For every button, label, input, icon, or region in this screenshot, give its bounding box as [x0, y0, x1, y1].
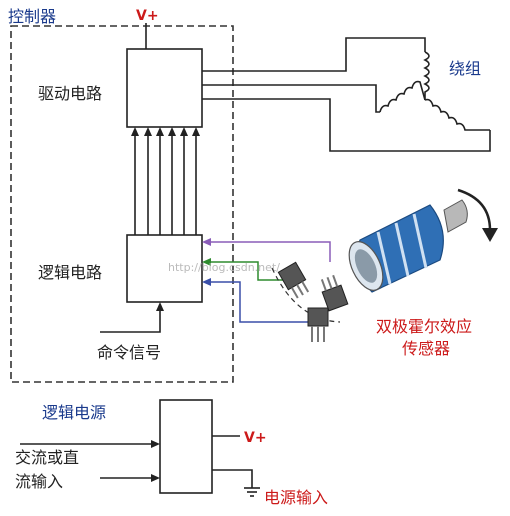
watermark: http://blog.csdn.net/ — [168, 261, 280, 274]
acdc-input-arrow-2 — [151, 474, 160, 482]
logic-power-label: 逻辑电源 — [42, 403, 106, 422]
controller-label: 控制器 — [8, 7, 56, 26]
acdc-label-2: 流输入 — [15, 472, 63, 491]
controller-boundary — [10, 25, 234, 383]
power-input-label: 电源输入 — [264, 488, 328, 507]
hall-signal-arrowheads — [202, 238, 211, 286]
hall-sensor-label-1: 双极霍尔效应 — [376, 317, 472, 336]
hall-signal-wires — [210, 241, 331, 323]
phase-wires — [202, 37, 491, 152]
hall-sensor-label-2: 传感器 — [402, 339, 450, 358]
command-signal-arrow — [156, 302, 164, 311]
motor-rotor-icon — [348, 199, 468, 293]
acdc-label-1: 交流或直 — [15, 448, 79, 467]
logic-circuit-box — [126, 234, 203, 303]
winding-label: 绕组 — [449, 59, 481, 78]
winding-coils — [379, 51, 490, 131]
rotation-arrow-icon — [457, 188, 492, 231]
v-plus-bottom-label: V+ — [244, 430, 267, 446]
sensor-path-arc — [271, 267, 341, 323]
arrow-heads — [131, 127, 200, 136]
drive-circuit-label: 驱动电路 — [38, 84, 102, 103]
drive-circuit-box — [126, 48, 203, 128]
ground-wire — [212, 469, 253, 488]
rotation-arrow-head — [482, 228, 498, 242]
power-supply-box — [159, 399, 213, 494]
hall-sensor-icon — [277, 261, 349, 342]
logic-to-drive-arrows — [134, 134, 197, 235]
command-signal-label: 命令信号 — [97, 343, 161, 362]
acdc-input-arrow-1 — [151, 440, 160, 448]
command-signal-wire — [100, 309, 161, 333]
ground-icon — [244, 487, 260, 497]
v-plus-top-label: V+ — [136, 8, 159, 24]
logic-circuit-label: 逻辑电路 — [38, 263, 102, 282]
